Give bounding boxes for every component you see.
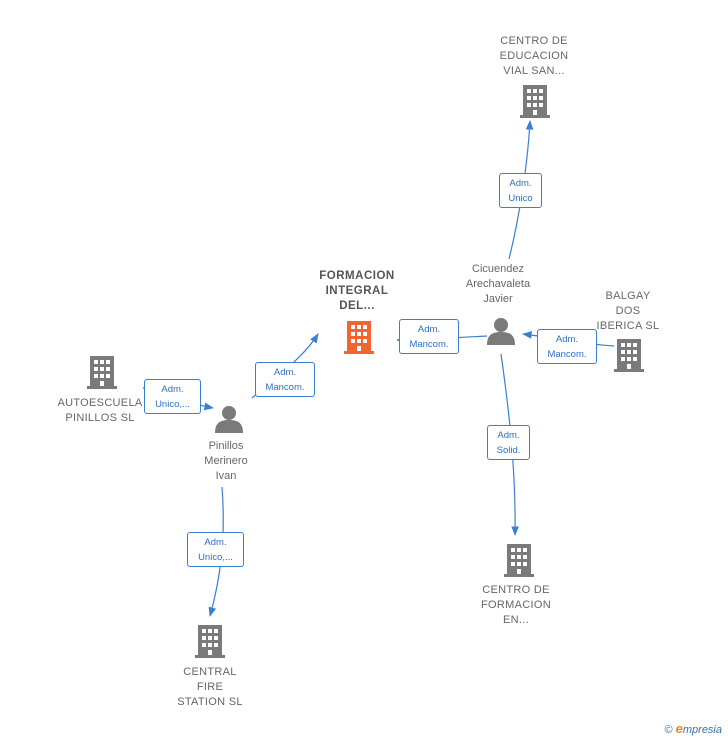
balgay-label[interactable]: BALGAY DOS IBERICA SL: [596, 290, 660, 332]
brand-logo-initial: e: [675, 721, 683, 736]
cicuendez-label[interactable]: Cicuendez Arechavaleta Javier: [465, 263, 531, 305]
balgay-building-icon[interactable]: [614, 339, 644, 372]
pinillos-person-icon[interactable]: [215, 406, 243, 433]
brand-logo-text: mpresia: [682, 724, 722, 736]
centro-educacion-building-icon[interactable]: [520, 85, 550, 118]
centro-formacion-label[interactable]: CENTRO DE FORMACION EN...: [481, 584, 551, 626]
relation-pinillos-formacion[interactable]: Adm. Mancom.: [255, 362, 315, 397]
autoescuela-label[interactable]: AUTOESCUELA PINILLOS SL: [57, 397, 143, 424]
copyright-symbol: ©: [664, 724, 673, 736]
relation-cicuendez-centro-formacion[interactable]: Adm. Solid.: [487, 425, 530, 460]
pinillos-label[interactable]: Pinillos Merinero Ivan: [204, 440, 248, 482]
autoescuela-building-icon[interactable]: [87, 356, 117, 389]
relation-balgay-cicuendez[interactable]: Adm. Mancom.: [537, 329, 597, 364]
centro-formacion-building-icon[interactable]: [504, 544, 534, 577]
brand-footer: © empresia: [664, 721, 722, 736]
cicuendez-person-icon[interactable]: [487, 318, 515, 345]
relation-autoescuela-pinillos[interactable]: Adm. Unico,...: [144, 379, 201, 414]
central-fire-building-icon[interactable]: [195, 625, 225, 658]
central-fire-label[interactable]: CENTRAL FIRE STATION SL: [177, 666, 243, 708]
relation-cicuendez-formacion[interactable]: Adm. Mancom.: [399, 319, 459, 354]
formacion-integral-building-icon[interactable]: [344, 321, 374, 354]
formacion-integral-label[interactable]: FORMACION INTEGRAL DEL...: [319, 270, 395, 312]
centro-educacion-label[interactable]: CENTRO DE EDUCACION VIAL SAN...: [499, 35, 569, 77]
relation-cicuendez-centro-educacion[interactable]: Adm. Unico: [499, 173, 542, 208]
relation-pinillos-central-fire[interactable]: Adm. Unico,...: [187, 532, 244, 567]
